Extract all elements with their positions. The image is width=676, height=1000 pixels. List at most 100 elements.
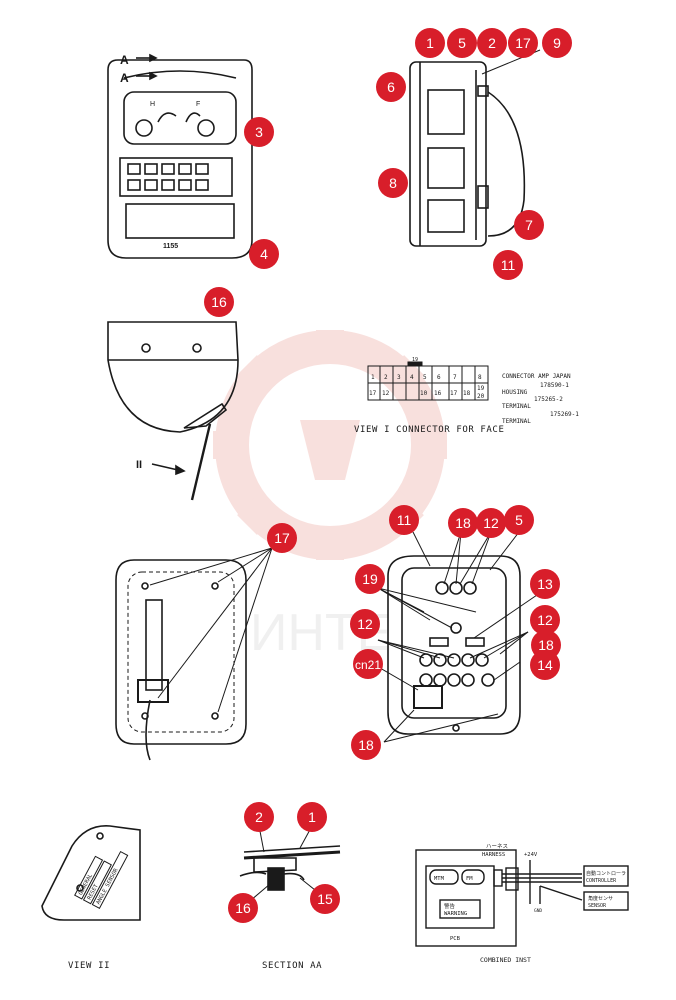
callout-6: 6 bbox=[376, 72, 406, 102]
lower-cover bbox=[125, 203, 235, 239]
connector-pin: 1 bbox=[371, 374, 375, 381]
callout-12: 12 bbox=[350, 609, 380, 639]
rear-screw bbox=[211, 712, 219, 720]
indicator-lamp bbox=[127, 179, 141, 191]
connector-pin: 19 bbox=[477, 385, 485, 392]
indicator-lamp bbox=[195, 179, 209, 191]
pcb-socket bbox=[419, 673, 433, 687]
leader-line bbox=[493, 661, 521, 681]
watermark-gear-tooth bbox=[237, 491, 281, 535]
leader-line bbox=[459, 531, 492, 585]
wiring-labels: ハーネス HARNESS +24V MTM FM 警告 WARNING PCB … bbox=[434, 843, 626, 942]
leader-line bbox=[489, 531, 520, 571]
plate-hole bbox=[76, 884, 84, 892]
callout-number: 6 bbox=[387, 79, 395, 95]
watermark-gear-tooth bbox=[316, 526, 344, 560]
rear-grommet bbox=[137, 679, 169, 703]
indicator-lamp bbox=[178, 179, 192, 191]
controller-box bbox=[583, 865, 629, 887]
callout-bubble bbox=[378, 168, 408, 198]
callout-bubble bbox=[504, 505, 534, 535]
wiring-harness bbox=[487, 91, 526, 237]
section-body bbox=[253, 857, 297, 873]
indicator-lamp bbox=[127, 163, 141, 175]
callout-number: 2 bbox=[488, 35, 496, 51]
plate-label-box bbox=[74, 855, 104, 900]
callout-number: 18 bbox=[455, 515, 471, 531]
connector-latch bbox=[407, 361, 423, 367]
section-clip bbox=[267, 867, 285, 891]
pcb-socket bbox=[433, 673, 447, 687]
pcb-outline bbox=[387, 555, 521, 735]
connector-pin: 6 bbox=[437, 374, 441, 381]
plate-label-box bbox=[91, 850, 129, 910]
front-panel-view bbox=[107, 53, 253, 259]
callout-number: 12 bbox=[357, 616, 373, 632]
callout-number: 12 bbox=[537, 612, 553, 628]
label-24v: +24V bbox=[524, 852, 538, 858]
callout-12: 12 bbox=[530, 605, 560, 635]
harness-connector bbox=[505, 867, 519, 891]
leader-line bbox=[377, 587, 431, 621]
indicator-lamp bbox=[144, 179, 158, 191]
callout-11: 11 bbox=[389, 505, 419, 535]
spec-terminal-label: TERMINAL bbox=[502, 403, 531, 410]
callout-bubble bbox=[477, 28, 507, 58]
callout-bubble bbox=[493, 250, 523, 280]
connector-pin: 8 bbox=[478, 374, 482, 381]
leader-line bbox=[217, 547, 273, 713]
rear-view bbox=[115, 547, 273, 761]
pcb-chip bbox=[429, 637, 449, 647]
connector-pin: 16 bbox=[434, 390, 442, 397]
callout-2: 2 bbox=[244, 802, 274, 832]
leader-line bbox=[499, 631, 529, 655]
spec-part-2: 175265-2 bbox=[534, 396, 563, 403]
caption-combined-inst: COMBINED INST bbox=[480, 956, 531, 964]
spec-maker: CONNECTOR AMP JAPAN bbox=[502, 373, 571, 380]
pcb-socket bbox=[461, 653, 475, 667]
housing-outline bbox=[409, 61, 487, 247]
callout-cn21: cn21 bbox=[353, 649, 383, 679]
leader-line bbox=[473, 594, 538, 639]
case-screw bbox=[141, 343, 151, 353]
connector-table bbox=[367, 361, 489, 401]
label-harness: HARNESS bbox=[482, 852, 505, 858]
watermark-gear-tooth bbox=[237, 355, 281, 399]
callout-bubble bbox=[476, 508, 506, 538]
leader-line bbox=[383, 709, 415, 743]
leader-line bbox=[379, 667, 419, 691]
pcb-socket bbox=[447, 673, 461, 687]
leader-line bbox=[443, 531, 462, 585]
view2-plate bbox=[41, 825, 141, 921]
leader-line bbox=[217, 547, 273, 583]
view-arrow-head bbox=[175, 464, 186, 476]
plate-label-box bbox=[82, 860, 112, 905]
connector-pin: 5 bbox=[423, 374, 427, 381]
caption-section-aa: SECTION AA bbox=[262, 961, 322, 971]
connector-row-2: 17 12 10 16 17 18 19 20 bbox=[369, 385, 485, 400]
callout-5: 5 bbox=[447, 28, 477, 58]
caption-view2: VIEW II bbox=[68, 961, 110, 971]
label-warning: WARNING bbox=[444, 911, 467, 917]
indicator-lamp bbox=[195, 163, 209, 175]
callout-5: 5 bbox=[504, 505, 534, 535]
callout-bubble bbox=[249, 239, 279, 269]
rear-channel bbox=[145, 599, 163, 691]
leader-line bbox=[471, 531, 492, 585]
leader-line bbox=[412, 531, 431, 567]
connector-pin: 2 bbox=[384, 374, 388, 381]
callout-number: 15 bbox=[317, 891, 333, 907]
rear-screw bbox=[211, 582, 219, 590]
inst-box bbox=[415, 849, 517, 947]
rear-screw bbox=[141, 582, 149, 590]
panel-top-contour bbox=[123, 70, 237, 79]
switch-block bbox=[119, 157, 233, 197]
leader-line bbox=[377, 587, 477, 613]
callout-7: 7 bbox=[514, 210, 544, 240]
pcb-box bbox=[425, 865, 495, 929]
pcb-socket bbox=[461, 673, 475, 687]
spec-terminal-label-2: TERMINAL bbox=[502, 418, 531, 425]
callout-bubble bbox=[542, 28, 572, 58]
callout-bubble bbox=[353, 649, 383, 679]
